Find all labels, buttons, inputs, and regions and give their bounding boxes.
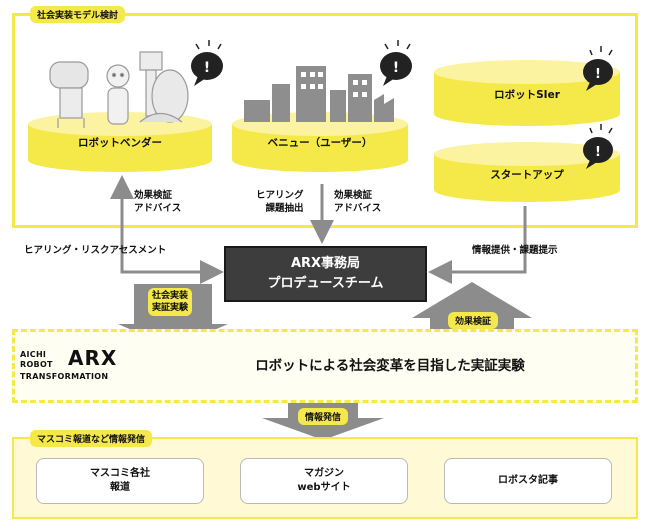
arx-logo-mark: ARX (68, 346, 118, 370)
arx-office-subtitle: プロデュースチーム (267, 276, 384, 291)
label-left-up: 効果検証アドバイス (134, 190, 182, 214)
robots-illustration (49, 51, 189, 128)
top-section-title: 社会実装モデル検討 (30, 6, 126, 23)
label-mid-right: 効果検証アドバイス (334, 190, 382, 214)
down-arrow-center-tag: 情報発信 (298, 408, 349, 425)
media-box-press: マスコミ各社 報道 (36, 458, 204, 504)
building-windows (301, 72, 367, 97)
arx-office-title: ARX事務局 (290, 256, 361, 271)
bottom-section-title: マスコミ報道など情報発信 (30, 430, 153, 447)
platform-venue (232, 112, 408, 172)
svg-text:!: ! (595, 145, 601, 160)
svg-text:!: ! (595, 67, 601, 82)
arx-office-box: ARX事務局 プロデュースチーム (224, 246, 427, 302)
alert-bubble-icon: ! (191, 40, 223, 86)
buildings-illustration (244, 66, 394, 122)
alert-bubble-icon: ! (583, 124, 613, 169)
demonstration-band (12, 329, 638, 403)
down-arrow-left-tag: 社会実装実証実験 (148, 288, 193, 316)
stakeholder-venue: ベニュー（ユーザー） (267, 137, 373, 149)
connector-arrows (110, 175, 527, 284)
media-box-robosta: ロボスタ記事 (444, 458, 612, 504)
stakeholder-startup: スタートアップ (490, 169, 564, 181)
label-right-bottom: 情報提供・課題提示 (472, 245, 558, 256)
alert-bubble-icon: ! (583, 46, 613, 91)
arx-logo: AICHI ROBOT TRANSFORMATION ARX (20, 346, 118, 381)
label-left-bottom: ヒアリング・リスクアセスメント (24, 245, 167, 256)
label-mid-left: ヒアリング課題抽出 (256, 190, 304, 214)
media-box-magazine: マガジン webサイト (240, 458, 408, 504)
stakeholder-robot-vendor: ロボットベンダー (78, 137, 162, 149)
band-headline: ロボットによる社会変革を目指した実証実験 (255, 358, 525, 374)
stakeholder-robot-sier: ロボットSIer (494, 89, 560, 101)
alert-bubble-icon: ! (380, 40, 412, 86)
svg-text:!: ! (393, 60, 399, 76)
svg-text:!: ! (204, 60, 210, 76)
up-arrow-right-tag: 効果検証 (448, 312, 499, 329)
platform-startup (434, 142, 620, 202)
